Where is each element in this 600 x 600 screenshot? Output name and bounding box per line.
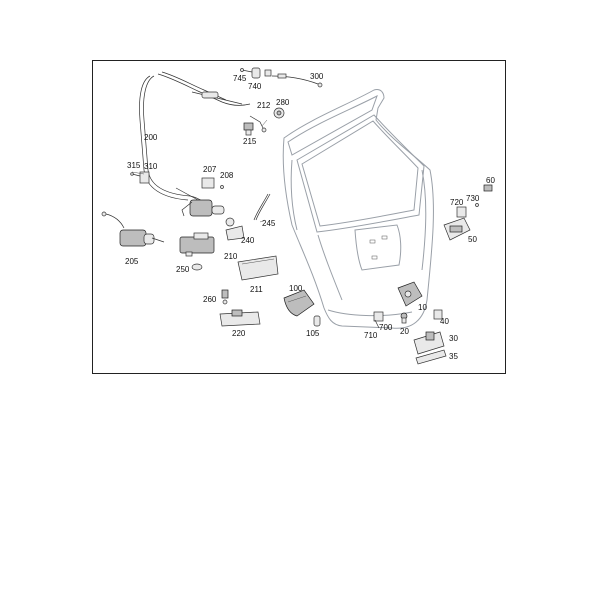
label-700: 700 [379, 323, 393, 332]
label-60: 60 [486, 176, 495, 185]
label-220: 220 [232, 329, 246, 338]
label-50: 50 [468, 235, 477, 244]
label-210: 210 [224, 252, 238, 261]
diagram-frame [92, 60, 506, 374]
part-35-strip [415, 349, 447, 365]
label-208: 208 [220, 171, 234, 180]
part-720-730-latch [456, 203, 479, 218]
part-205-motor [101, 211, 165, 247]
part-20-screw [400, 312, 408, 324]
label-100: 100 [289, 284, 303, 293]
label-730: 730 [466, 194, 480, 203]
part-280-clip [273, 107, 285, 119]
label-10: 10 [418, 303, 427, 312]
part-250-plug [191, 263, 203, 271]
part-245-hose [253, 193, 271, 221]
part-40-bracket [433, 309, 443, 320]
label-20: 20 [400, 327, 409, 336]
part-100-handle [283, 289, 315, 317]
part-labels: 745 740 300 212 280 215 200 315 310 207 … [125, 72, 495, 361]
label-207: 207 [203, 165, 217, 174]
label-720: 720 [450, 198, 464, 207]
part-60-clip [483, 184, 493, 192]
label-315: 315 [127, 161, 141, 170]
label-710: 710 [364, 331, 378, 340]
part-50-lock [443, 217, 471, 241]
label-215: 215 [243, 137, 257, 146]
label-30: 30 [449, 334, 458, 343]
exploded-parts-diagram: 745 740 300 212 280 215 200 315 310 207 … [101, 67, 495, 365]
part-210-unit [179, 232, 215, 257]
part-30-hinge [413, 331, 445, 355]
part-lock-actuator [181, 199, 235, 227]
label-280: 280 [276, 98, 290, 107]
label-40: 40 [440, 317, 449, 326]
part-260-screw [221, 289, 229, 305]
label-35: 35 [449, 352, 458, 361]
label-250: 250 [176, 265, 190, 274]
label-200: 200 [144, 133, 158, 142]
label-205: 205 [125, 257, 139, 266]
label-240: 240 [241, 236, 255, 245]
part-10-actuator [397, 281, 423, 307]
label-300: 300 [310, 72, 324, 81]
label-740: 740 [248, 82, 262, 91]
part-300-cable [271, 73, 323, 88]
part-212-rod [191, 91, 267, 133]
label-745: 745 [233, 74, 247, 83]
part-745-740 [240, 67, 272, 79]
part-211-module [237, 255, 279, 281]
part-315-310 [130, 171, 150, 184]
label-212: 212 [257, 101, 271, 110]
part-220-plate [219, 309, 261, 327]
part-240-bracket [225, 225, 245, 241]
tailgate-outline [282, 89, 434, 329]
label-310: 310 [144, 162, 158, 171]
label-211: 211 [250, 285, 263, 294]
leader-lines [131, 119, 268, 223]
part-215-screw [243, 122, 254, 136]
label-245: 245 [262, 219, 276, 228]
part-105-bulb [313, 315, 321, 327]
part-700-710 [373, 311, 384, 329]
label-105: 105 [306, 329, 320, 338]
label-260: 260 [203, 295, 217, 304]
part-207-208 [201, 177, 224, 189]
